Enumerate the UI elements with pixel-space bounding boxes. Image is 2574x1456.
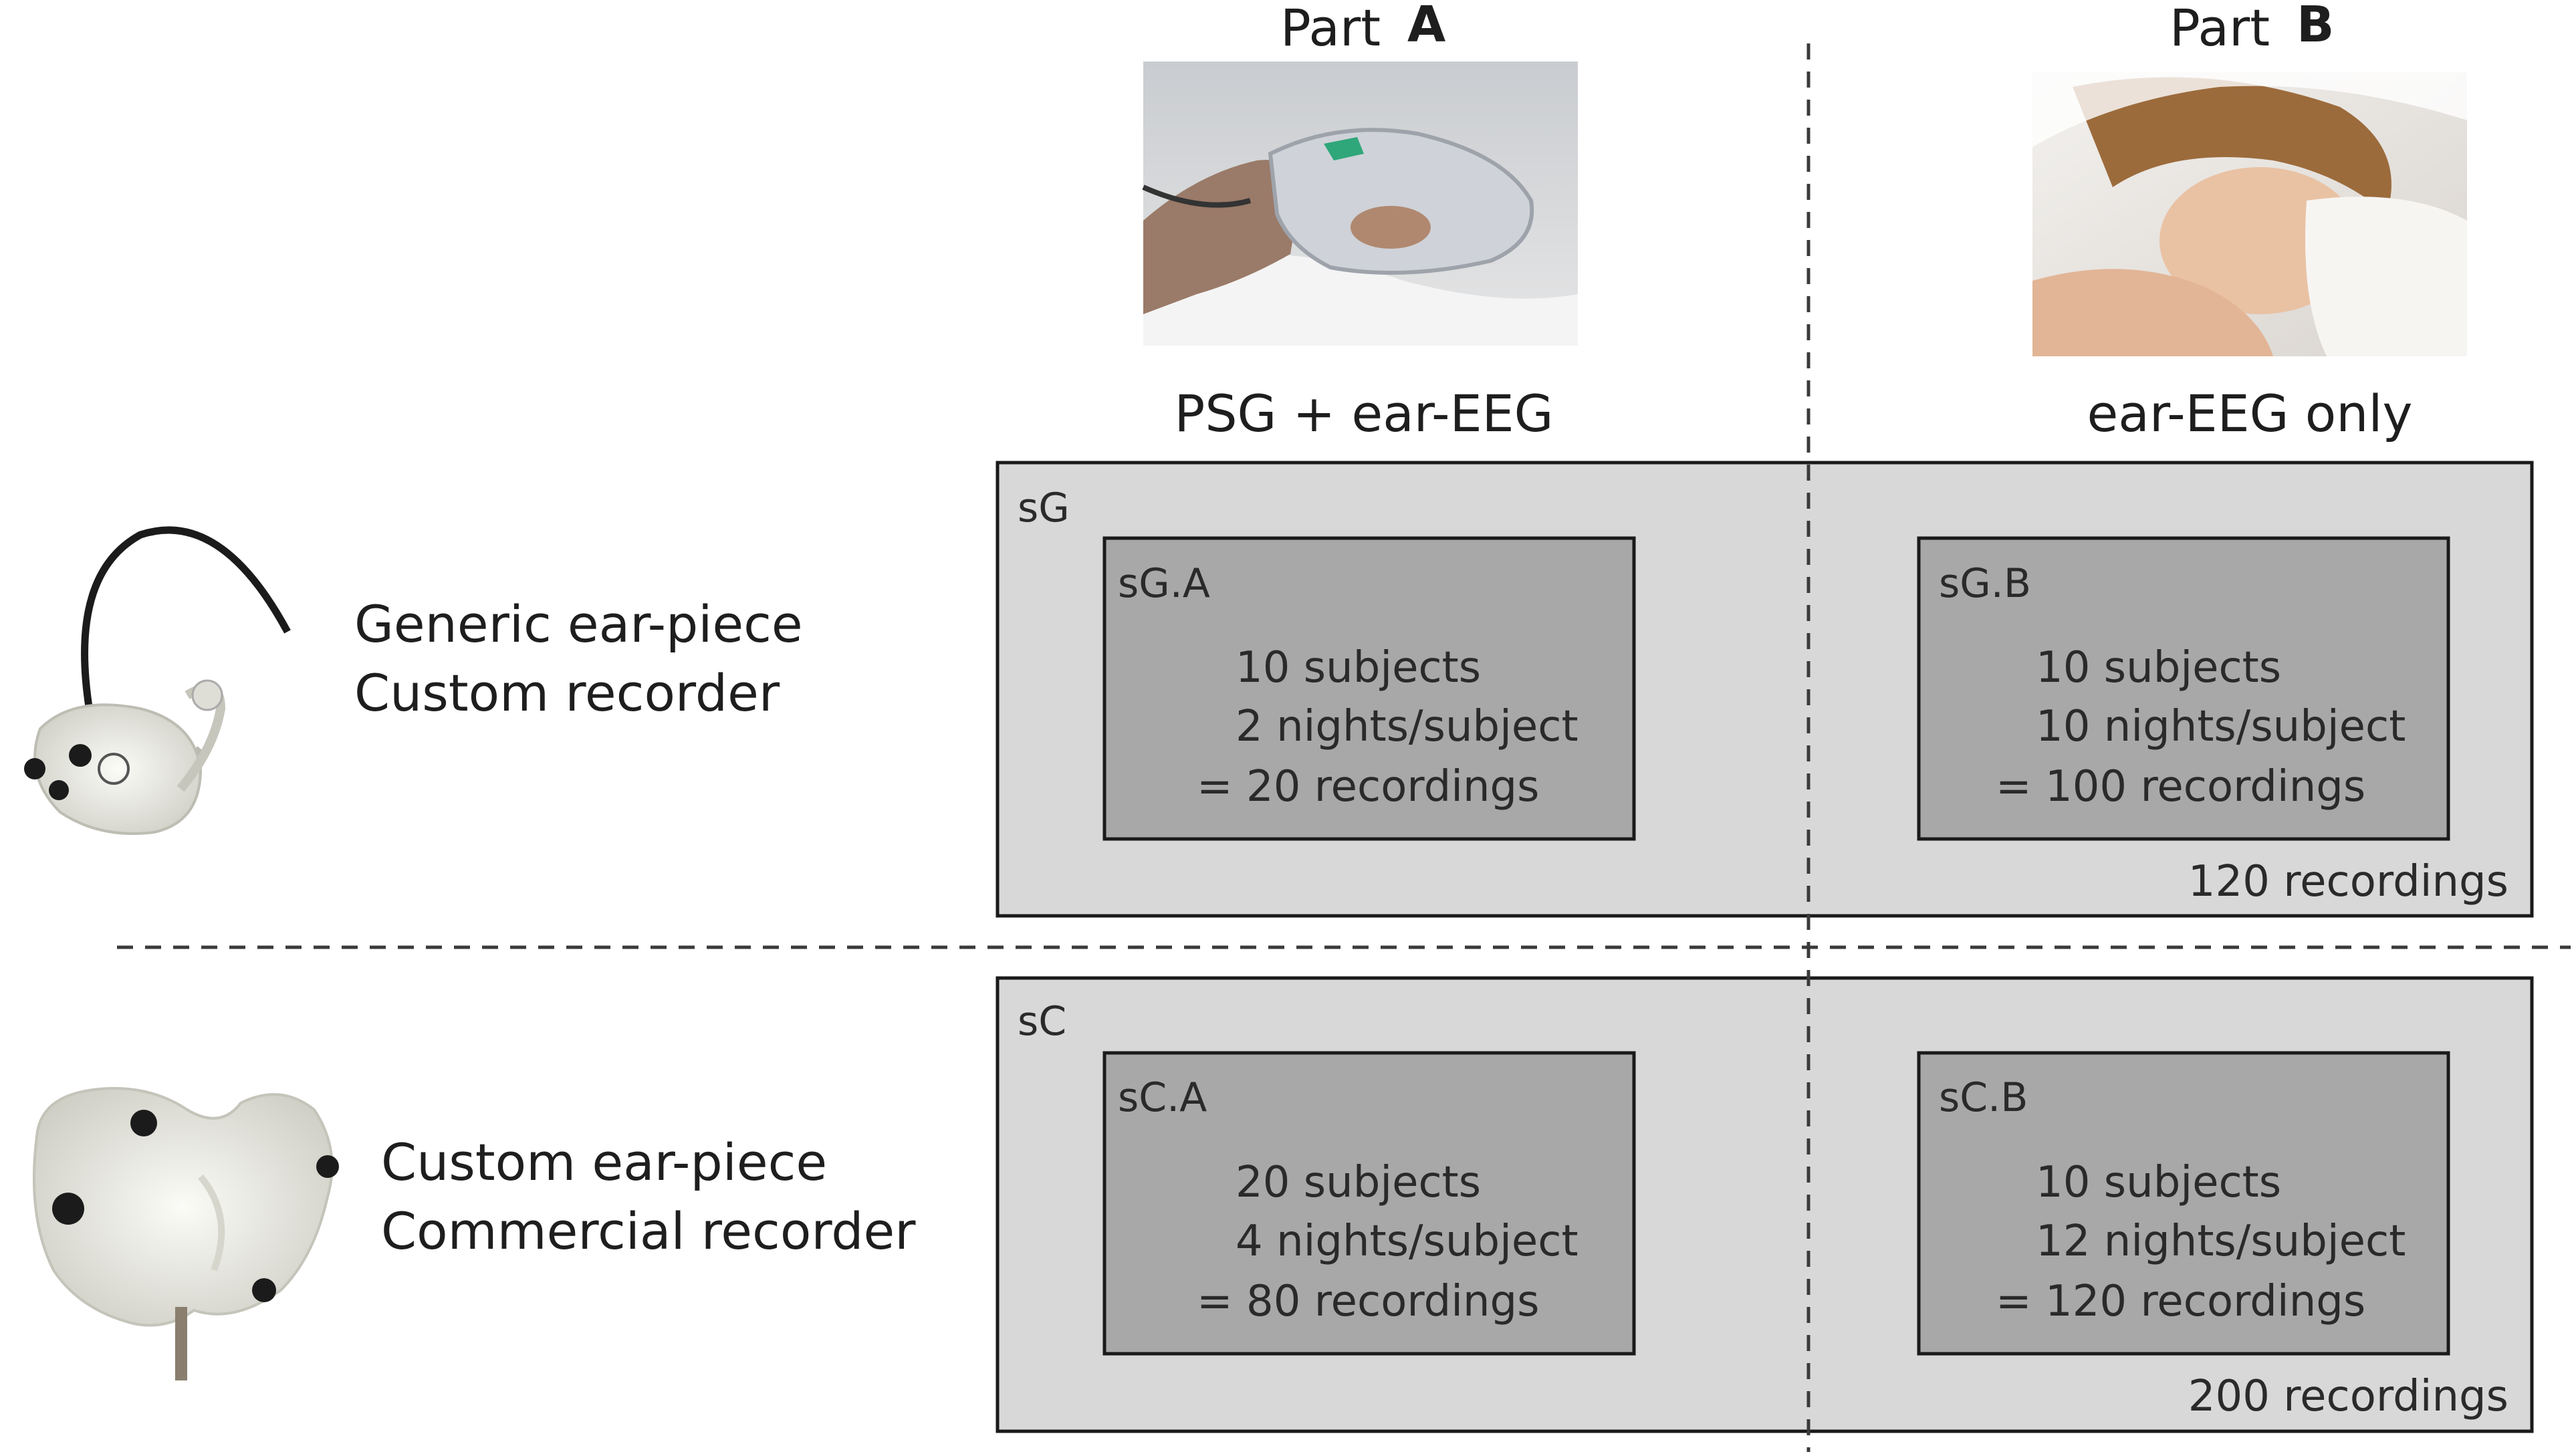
generic-device-line2: Custom recorder (354, 663, 780, 723)
sg-b-subjects: 10 subjects (2036, 643, 2281, 693)
sc-a-recordings: = 80 recordings (1197, 1277, 1540, 1326)
sc-b-box (1917, 1051, 2450, 1356)
sc-b-subjects: 10 subjects (2036, 1158, 2281, 1207)
sg-group-label: sG (1018, 485, 1070, 531)
part-a-header: Part A (1280, 0, 1445, 57)
part-b-letter: B (2297, 0, 2334, 53)
sc-total: 200 recordings (2188, 1372, 2508, 1421)
sg-a-nights: 2 nights/subject (1236, 702, 1578, 751)
sg-a-recordings: = 20 recordings (1197, 762, 1540, 812)
part-b-caption: ear-EEG only (2087, 384, 2413, 443)
part-a-caption: PSG + ear-EEG (1174, 384, 1553, 443)
sc-a-subjects: 20 subjects (1236, 1158, 1481, 1207)
sleep-photo (2032, 72, 2467, 356)
sg-total: 120 recordings (2188, 857, 2508, 906)
part-a-letter: A (1407, 0, 1445, 53)
part-b-header: Part B (2170, 0, 2334, 57)
custom-ear-piece-image (32, 1087, 339, 1380)
sg-a-box (1102, 536, 1636, 841)
part-a-prefix: Part (1280, 0, 1381, 57)
sc-b-nights: 12 nights/subject (2036, 1217, 2406, 1266)
sg-a-subjects: 10 subjects (1236, 643, 1481, 693)
sc-group-label: sC (1018, 998, 1066, 1045)
sg-b-nights: 10 nights/subject (2036, 702, 2406, 751)
sc-a-nights: 4 nights/subject (1236, 1217, 1578, 1266)
sg-a-label: sG.A (1118, 560, 1210, 607)
sc-b-label: sC.B (1939, 1074, 2028, 1121)
sc-b-recordings: = 120 recordings (1996, 1277, 2365, 1326)
sc-a-label: sC.A (1118, 1074, 1207, 1121)
sg-b-label: sG.B (1939, 560, 2031, 607)
custom-device-line2: Commercial recorder (381, 1201, 916, 1261)
sc-a-box (1102, 1051, 1636, 1356)
psg-photo (1142, 62, 1578, 346)
sg-b-box (1917, 536, 2450, 841)
custom-device-line1: Custom ear-piece (381, 1132, 827, 1192)
generic-ear-piece-image (24, 526, 291, 835)
generic-device-line1: Generic ear-piece (354, 594, 803, 654)
sg-b-recordings: = 100 recordings (1996, 762, 2365, 812)
part-b-prefix: Part (2170, 0, 2270, 57)
